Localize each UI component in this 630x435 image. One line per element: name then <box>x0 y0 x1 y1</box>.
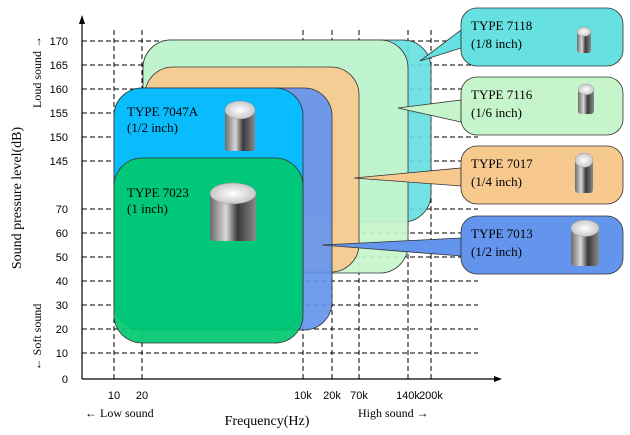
x-low-label: ← Low sound <box>85 406 154 420</box>
x-tick-label: 10 <box>108 390 120 402</box>
microphone-grille <box>574 152 594 168</box>
microphone-body <box>577 31 591 53</box>
y-tick-label: 170 <box>50 36 68 48</box>
x-tick-label: 10k <box>294 390 312 402</box>
callout-type-label: TYPE 7118 <box>471 18 532 33</box>
x-tick-label: 70k <box>350 390 368 402</box>
microphone-grille <box>570 219 600 237</box>
x-axis-title: Frequency(Hz) <box>225 414 310 429</box>
y-tick-label: 0 <box>62 374 68 386</box>
y-tick-label: 160 <box>50 84 68 96</box>
microphone-grille <box>577 83 595 96</box>
y-tick-label: 20 <box>56 324 68 336</box>
microphone-grille <box>209 182 257 205</box>
callout-size-label: (1/2 inch) <box>471 244 522 259</box>
callout-size-label: (1/4 inch) <box>471 174 522 189</box>
callout-joint <box>462 239 465 255</box>
x-tick-label: 200k <box>419 390 443 402</box>
y-tick-label: 155 <box>50 108 68 120</box>
callout-joint <box>462 31 465 47</box>
microphone-icon <box>577 83 595 114</box>
microphone-icon <box>570 219 600 266</box>
y-tick-label: 70 <box>56 204 68 216</box>
microphone-body <box>578 89 594 114</box>
y-tick-label: 50 <box>56 252 68 264</box>
y-tick-label: 40 <box>56 276 68 288</box>
microphone-grille <box>576 26 592 37</box>
y-tick-label: 165 <box>50 60 68 72</box>
range-areas: TYPE 7047A(1/2 inch) TYPE 7023(1 inch) <box>113 39 432 344</box>
callout-joint <box>462 101 465 121</box>
y-tick-label: 150 <box>50 132 68 144</box>
microphone-body <box>210 193 256 241</box>
x-tick-label: 20 <box>136 390 148 402</box>
microphone-icon <box>209 182 257 241</box>
tick-labels: 0 10 20 30 40 50 60 70 145 150 155 160 165 170 10 20 10k… <box>50 36 444 402</box>
x-tick-label: 140k <box>396 390 420 402</box>
y-axis-title: Sound pressure level(dB) <box>10 127 25 270</box>
y-tick-label: 30 <box>56 300 68 312</box>
microphone-body <box>575 160 593 193</box>
range-size-label: (1 inch) <box>127 201 168 216</box>
microphone-body <box>225 110 255 151</box>
range-type-label: TYPE 7023 <box>127 185 189 200</box>
microphone-icon <box>574 152 594 193</box>
y-tick-label: 60 <box>56 228 68 240</box>
callout-size-label: (1/6 inch) <box>471 105 522 120</box>
x-tick-label: 20k <box>323 390 341 402</box>
callout-type-7118: TYPE 7118 (1/8 inch) <box>419 7 624 67</box>
range-type-label: TYPE 7047A <box>127 104 199 119</box>
microphone-icon <box>224 100 256 151</box>
callout-type-7017: TYPE 7017 (1/4 inch) <box>353 145 624 205</box>
callout-type-label: TYPE 7017 <box>471 156 533 171</box>
callout-type-7013: TYPE 7013 (1/2 inch) <box>321 215 624 275</box>
callout-type-7116: TYPE 7116 (1/6 inch) <box>397 76 624 136</box>
callouts: TYPE 7118(1/8 inch)TYPE 7116(1/6 inch)TY… <box>321 7 624 275</box>
callout-pointer <box>419 29 462 62</box>
y-soft-label: ← Soft sound <box>30 304 44 371</box>
callout-joint <box>462 169 465 185</box>
microphone-grille <box>224 100 256 120</box>
callout-type-label: TYPE 7013 <box>471 226 533 241</box>
y-tick-label: 145 <box>50 156 68 168</box>
y-axis-arrow <box>79 15 85 24</box>
range-size-label: (1/2 inch) <box>127 120 178 135</box>
callout-size-label: (1/8 inch) <box>471 36 522 51</box>
x-high-label: High sound → <box>358 406 429 420</box>
y-tick-label: 10 <box>56 348 68 360</box>
callout-type-label: TYPE 7116 <box>471 87 533 102</box>
x-axis-arrow <box>494 376 502 382</box>
microphone-body <box>571 228 599 266</box>
axes <box>79 15 502 382</box>
y-loud-label: Loud sound → <box>30 36 44 108</box>
microphone-icon <box>576 26 592 53</box>
